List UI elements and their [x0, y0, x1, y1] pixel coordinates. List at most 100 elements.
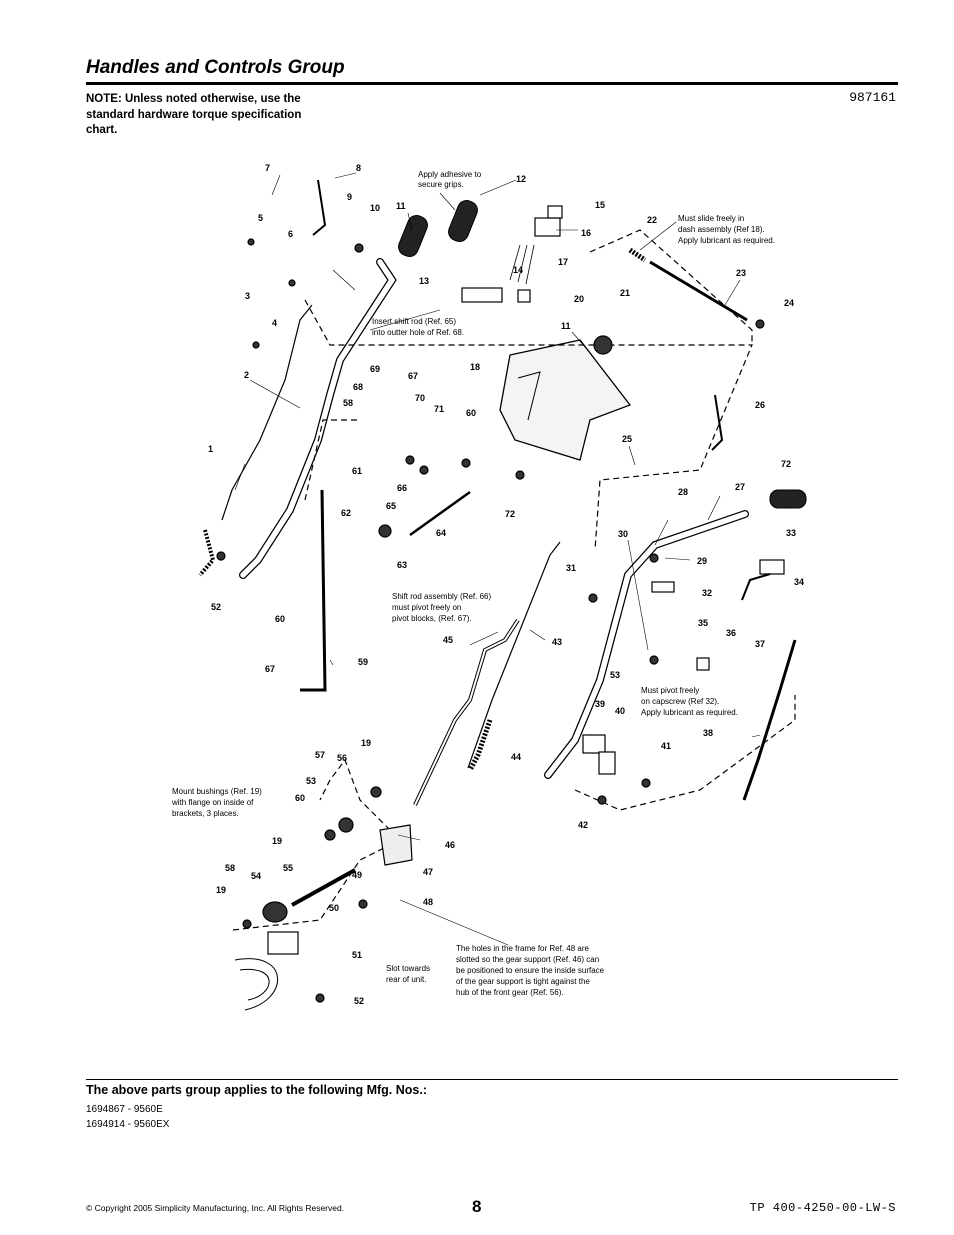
annotation-slide-1: Must slide freely in	[678, 214, 744, 223]
callout-4: 4	[272, 318, 277, 328]
callout-34: 34	[794, 577, 804, 587]
annotation-capscrew-1: Must pivot freely	[641, 686, 699, 695]
annotation-bushings-1: Mount bushings (Ref. 19)	[172, 787, 262, 796]
callout-58: 58	[343, 398, 353, 408]
mfg-number-list: 1694867 - 9560E 1694914 - 9560EX	[86, 1102, 169, 1132]
callout-57: 57	[315, 750, 325, 760]
callout-28: 28	[678, 487, 688, 497]
annotation-pivot-2: must pivot freely on	[392, 603, 461, 612]
annotation-capscrew-2: on capscrew (Ref 32).	[641, 697, 719, 706]
annotation-slide-3: Apply lubricant as required.	[678, 236, 775, 245]
annotation-holes-5: hub of the front gear (Ref. 56).	[456, 988, 564, 997]
callout-19-bottom: 19	[216, 885, 226, 895]
callout-58-left: 67	[265, 664, 275, 674]
callout-49: 49	[352, 870, 362, 880]
callout-37: 37	[755, 639, 765, 649]
callout-52-bottom: 52	[354, 996, 364, 1006]
callout-62: 62	[341, 508, 351, 518]
callout-9: 9	[347, 192, 352, 202]
callout-56-lower: 60	[295, 793, 305, 803]
callout-19-gear: 19	[361, 738, 371, 748]
callout-59: 59	[358, 657, 368, 667]
callout-15: 15	[595, 200, 605, 210]
callout-44: 44	[511, 752, 521, 762]
torque-note: NOTE: Unless noted otherwise, use the st…	[86, 93, 302, 136]
annotations: Apply adhesive to secure grips. Must sli…	[171, 170, 775, 997]
annotation-adhesive-1: Apply adhesive to	[418, 170, 482, 179]
callout-6: 6	[288, 229, 293, 239]
callout-48: 48	[423, 897, 433, 907]
callout-22: 22	[647, 215, 657, 225]
callout-27: 27	[735, 482, 745, 492]
annotation-slot-2: rear of unit.	[386, 975, 426, 984]
callout-38: 38	[703, 728, 713, 738]
callout-29: 29	[697, 556, 707, 566]
callout-8: 8	[356, 163, 361, 173]
annotation-bushings-3: brackets, 3 places.	[172, 809, 239, 818]
callout-66: 66	[397, 483, 407, 493]
callout-32: 32	[702, 588, 712, 598]
mfg-number: 1694914 - 9560EX	[86, 1119, 170, 1130]
callout-40: 40	[615, 706, 625, 716]
copyright-notice: © Copyright 2005 Simplicity Manufacturin…	[86, 1203, 345, 1213]
parts-drawing	[198, 179, 807, 1011]
annotation-slot-1: Slot towards	[386, 964, 430, 973]
annotation-pivot-3: pivot blocks, (Ref. 67).	[392, 614, 472, 623]
callout-72: 72	[505, 509, 515, 519]
section-rule	[86, 1079, 898, 1080]
callout-69: 69	[370, 364, 380, 374]
callout-54: 54	[251, 871, 261, 881]
applies-heading: The above parts group applies to the fol…	[86, 1083, 427, 1097]
callout-26: 26	[755, 400, 765, 410]
callout-21: 21	[620, 288, 630, 298]
callout-53: 53	[306, 776, 316, 786]
callout-46: 46	[445, 840, 455, 850]
callout-33: 33	[786, 528, 796, 538]
callout-55: 55	[283, 863, 293, 873]
callout-47: 47	[423, 867, 433, 877]
title-rule	[86, 82, 898, 85]
page-number: 8	[472, 1197, 482, 1216]
callout-20: 20	[574, 294, 584, 304]
callout-29-lower: 53	[610, 670, 620, 680]
callout-7: 7	[265, 163, 270, 173]
callout-63: 63	[397, 560, 407, 570]
callout-24: 24	[784, 298, 794, 308]
annotation-adhesive-2: secure grips.	[418, 180, 464, 189]
callout-30: 30	[618, 529, 628, 539]
callout-16: 16	[581, 228, 591, 238]
callout-13: 13	[419, 276, 429, 286]
callout-51: 51	[352, 950, 362, 960]
annotation-holes-1: The holes in the frame for Ref. 48 are	[456, 944, 590, 953]
annotation-holes-2: slotted so the gear support (Ref. 46) ca…	[456, 955, 599, 964]
annotation-holes-3: be positioned to ensure the inside surfa…	[456, 966, 605, 975]
callout-65: 65	[386, 501, 396, 511]
annotation-bushings-2: with flange on inside of	[171, 798, 254, 807]
callout-64: 64	[436, 528, 446, 538]
callout-11: 11	[396, 201, 406, 211]
callout-31: 31	[566, 563, 576, 573]
callout-71: 71	[434, 404, 444, 414]
leader-lines	[234, 172, 761, 946]
callout-52: 52	[211, 602, 221, 612]
callout-19-left: 19	[272, 836, 282, 846]
diagram-id: 987161	[849, 90, 896, 105]
callout-67: 67	[408, 371, 418, 381]
exploded-parts-diagram: 7 8 9 10 5 6 3 4 2 1 52 11 12 13 14 15 1…	[171, 163, 807, 1011]
callout-41: 41	[661, 741, 671, 751]
callout-labels: 7 8 9 10 5 6 3 4 2 1 52 11 12 13 14 15 1…	[208, 163, 804, 1006]
annotation-shift-rod-2: into outter hole of Ref. 68.	[372, 328, 464, 337]
callout-39: 39	[595, 699, 605, 709]
callout-42: 42	[578, 820, 588, 830]
callout-18: 18	[470, 362, 480, 372]
callout-17: 17	[558, 257, 568, 267]
page-title: Handles and Controls Group	[86, 57, 345, 78]
callout-25: 25	[622, 434, 632, 444]
callout-70: 70	[415, 393, 425, 403]
callout-53-lower: 58	[225, 863, 235, 873]
mfg-number: 1694867 - 9560E	[86, 1104, 163, 1115]
callout-43: 43	[552, 637, 562, 647]
left-grip	[398, 199, 807, 509]
callout-14: 14	[513, 265, 523, 275]
callout-10: 10	[370, 203, 380, 213]
